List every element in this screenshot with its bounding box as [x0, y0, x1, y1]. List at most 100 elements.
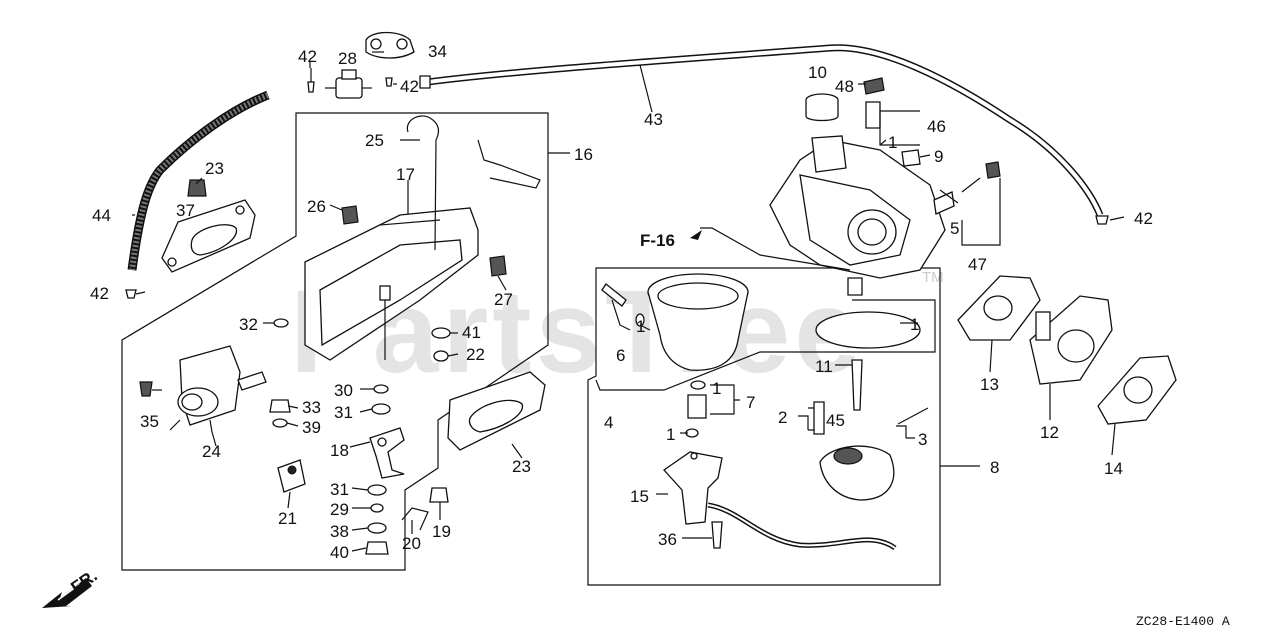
nut-33 — [269, 399, 291, 413]
float-chamber-4 — [647, 273, 749, 371]
callout-21: 21 — [278, 509, 297, 528]
leader-lines — [132, 51, 1125, 552]
callout-26: 26 — [307, 197, 326, 216]
group-outline-16 — [121, 112, 549, 571]
callout-38: 38 — [330, 522, 349, 541]
spring-5 — [933, 191, 955, 215]
insulator-12 — [1029, 295, 1113, 385]
callout-15: 15 — [630, 487, 649, 506]
callout-12: 12 — [1040, 423, 1059, 442]
screw-36 — [711, 521, 723, 549]
callout-9: 9 — [934, 147, 943, 166]
callout-20: 20 — [402, 534, 421, 553]
callout-10: 10 — [808, 63, 827, 82]
callout-35: 35 — [140, 412, 159, 431]
callout-41: 41 — [462, 323, 481, 342]
callout-17: 17 — [396, 165, 415, 184]
callout-31: 31 — [334, 403, 353, 422]
washer-41 — [431, 327, 451, 339]
washer-30 — [373, 384, 389, 394]
washer-22 — [433, 350, 449, 362]
callout-13: 13 — [980, 375, 999, 394]
callout-42: 42 — [400, 77, 419, 96]
nut-19 — [429, 487, 449, 503]
callout-47: 47 — [968, 255, 987, 274]
screw-46 — [865, 101, 881, 129]
needle-47 — [961, 177, 981, 193]
gasket-23-left — [161, 199, 256, 273]
callout-42: 42 — [1134, 209, 1153, 228]
holder-21 — [277, 459, 306, 493]
gasket-13 — [957, 275, 1041, 341]
callout-7: 7 — [746, 393, 755, 412]
group-outline-8 — [587, 267, 941, 586]
pin-3 — [897, 407, 929, 425]
callout-45: 45 — [826, 411, 845, 430]
spring-20 — [401, 507, 429, 531]
callout-1: 1 — [910, 315, 919, 334]
washer-31 — [371, 403, 391, 415]
callout-4: 4 — [604, 413, 613, 432]
fuel-cut-solenoid-24 — [177, 345, 267, 433]
callout-29: 29 — [330, 500, 349, 519]
wire-25 — [406, 115, 541, 251]
callout-30: 30 — [334, 381, 353, 400]
callout-24: 24 — [202, 442, 221, 461]
callout-27: 27 — [494, 290, 513, 309]
callout-1: 1 — [888, 133, 897, 152]
callout-42: 42 — [90, 284, 109, 303]
o-ring-1 — [815, 311, 921, 349]
callout-1: 1 — [666, 425, 675, 444]
callout-36: 36 — [658, 530, 677, 549]
washer-32 — [273, 318, 289, 328]
callout-23: 23 — [205, 159, 224, 178]
emulsion-tube-11 — [851, 359, 863, 411]
callout-32: 32 — [239, 315, 258, 334]
callout-44: 44 — [92, 206, 111, 225]
callout-16: 16 — [574, 145, 593, 164]
callout-40: 40 — [330, 543, 349, 562]
callout-34: 34 — [428, 42, 447, 61]
washer-29 — [370, 503, 384, 513]
callout-18: 18 — [330, 441, 349, 460]
clip-42-top — [307, 68, 315, 93]
callout-37: 37 — [176, 201, 195, 220]
callout-22: 22 — [466, 345, 485, 364]
trademark: TM — [922, 269, 944, 286]
callout-28: 28 — [338, 49, 357, 68]
callout-33: 33 — [302, 398, 321, 417]
callout-8: 8 — [990, 458, 999, 477]
callout-2: 2 — [778, 408, 787, 427]
fuel-valve-28 — [325, 69, 372, 99]
drain-bolt-7 — [687, 394, 707, 419]
nut-40 — [365, 541, 389, 555]
callout-39: 39 — [302, 418, 321, 437]
washer-38 — [367, 522, 387, 534]
screw-9 — [901, 149, 921, 167]
callout-25: 25 — [365, 131, 384, 150]
section-ref: F-16 — [640, 231, 675, 250]
callout-42: 42 — [298, 47, 317, 66]
cap-10 — [805, 93, 839, 122]
callout-1: 1 — [712, 379, 721, 398]
front-arrow-icon — [42, 578, 92, 608]
callout-23: 23 — [512, 457, 531, 476]
nut-48 — [863, 77, 885, 95]
bolt-35 — [139, 381, 153, 397]
section-arrow-icon — [690, 230, 702, 240]
clip-42b — [385, 77, 393, 87]
hose-end-43 — [419, 75, 431, 89]
callout-11: 11 — [815, 357, 833, 376]
washer-39 — [272, 418, 288, 428]
clamp-34 — [365, 31, 415, 59]
callout-19: 19 — [432, 522, 451, 541]
callout-48: 48 — [835, 77, 854, 96]
grommet-26 — [341, 205, 359, 225]
callout-1: 1 — [636, 317, 645, 336]
diagram-code: ZC28-E1400 A — [1136, 614, 1230, 629]
washer-31b — [367, 484, 387, 496]
float-3 — [819, 445, 895, 501]
jet-2 — [813, 401, 825, 435]
clip-27 — [489, 255, 507, 277]
